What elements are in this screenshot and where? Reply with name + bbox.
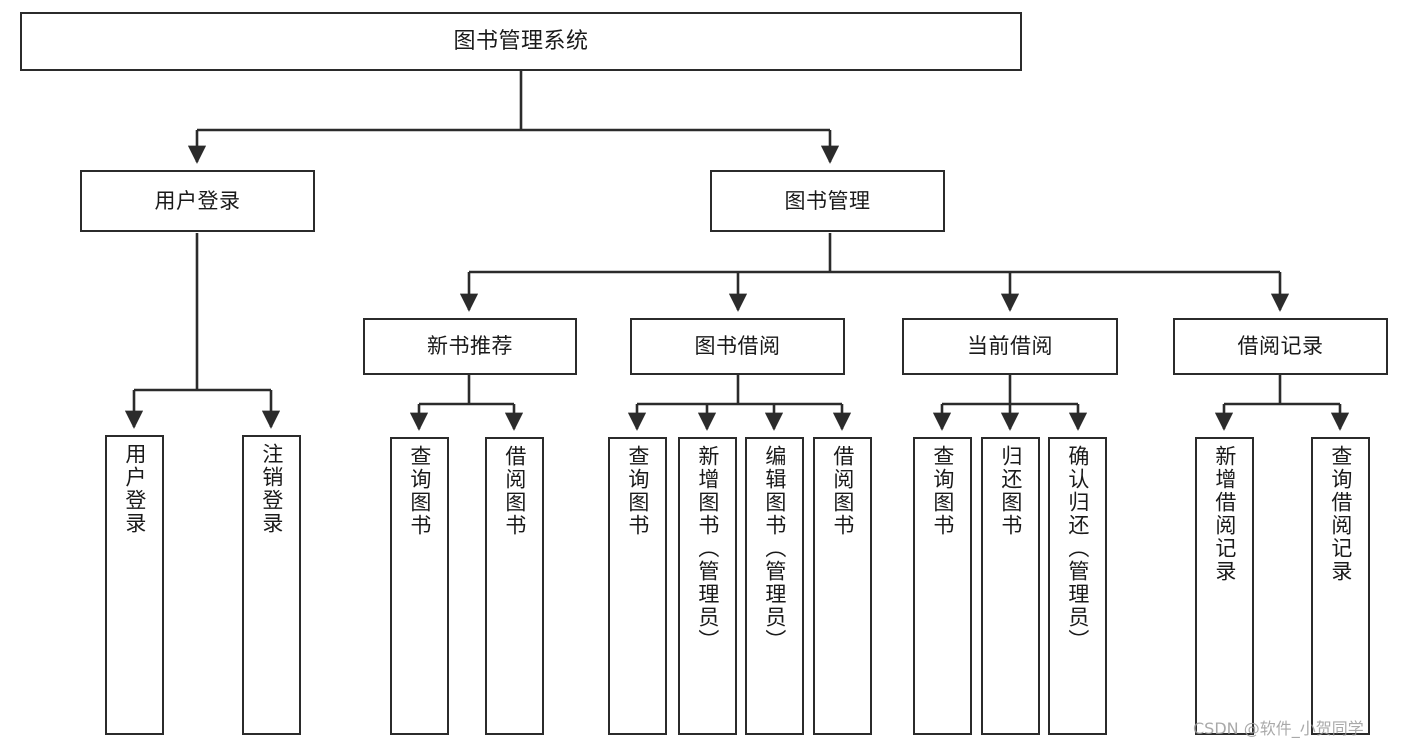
- node-new-book-recommend[interactable]: 新书推荐: [363, 318, 577, 375]
- node-label: 归还图书: [998, 445, 1023, 537]
- node-label: 新增图书（管理员）: [695, 445, 720, 652]
- node-book-management[interactable]: 图书管理: [710, 170, 945, 232]
- node-label: 图书管理系统: [453, 28, 589, 54]
- node-label: 新增借阅记录: [1212, 445, 1237, 583]
- leaf-new-book-query[interactable]: 查询图书: [390, 437, 449, 735]
- node-book-borrow[interactable]: 图书借阅: [630, 318, 845, 375]
- node-label: 借阅图书: [830, 445, 855, 537]
- node-book-management-system[interactable]: 图书管理系统: [20, 12, 1022, 71]
- node-current-borrow[interactable]: 当前借阅: [902, 318, 1118, 375]
- node-label: 新书推荐: [427, 334, 513, 359]
- leaf-borrow-record-add[interactable]: 新增借阅记录: [1195, 437, 1254, 735]
- leaf-book-borrow-borrow[interactable]: 借阅图书: [813, 437, 872, 735]
- node-label: 查询图书: [930, 445, 955, 537]
- leaf-current-borrow-query[interactable]: 查询图书: [913, 437, 972, 735]
- node-label: 编辑图书（管理员）: [762, 445, 787, 652]
- node-label: 借阅记录: [1237, 334, 1324, 359]
- node-label: 用户登录: [154, 188, 241, 213]
- leaf-book-borrow-edit[interactable]: 编辑图书（管理员）: [745, 437, 804, 735]
- leaf-book-borrow-query[interactable]: 查询图书: [608, 437, 667, 735]
- node-label: 查询图书: [625, 445, 650, 537]
- node-user-login[interactable]: 用户登录: [80, 170, 315, 232]
- node-label: 当前借阅: [967, 334, 1053, 359]
- node-label: 确认归还（管理员）: [1065, 445, 1090, 652]
- leaf-book-borrow-add[interactable]: 新增图书（管理员）: [678, 437, 737, 735]
- node-label: 图书管理: [784, 188, 871, 213]
- leaf-borrow-record-query[interactable]: 查询借阅记录: [1311, 437, 1370, 735]
- node-label: 借阅图书: [502, 445, 527, 537]
- leaf-current-borrow-confirm-return[interactable]: 确认归还（管理员）: [1048, 437, 1107, 735]
- leaf-user-login-login[interactable]: 用户登录: [105, 435, 164, 735]
- node-label: 查询图书: [407, 445, 432, 537]
- leaf-user-login-logout[interactable]: 注销登录: [242, 435, 301, 735]
- node-label: 用户登录: [122, 443, 147, 535]
- node-label: 注销登录: [259, 443, 284, 535]
- leaf-current-borrow-return[interactable]: 归还图书: [981, 437, 1040, 735]
- node-borrow-record[interactable]: 借阅记录: [1173, 318, 1388, 375]
- node-label: 查询借阅记录: [1328, 445, 1353, 583]
- leaf-new-book-borrow[interactable]: 借阅图书: [485, 437, 544, 735]
- node-label: 图书借阅: [694, 334, 781, 359]
